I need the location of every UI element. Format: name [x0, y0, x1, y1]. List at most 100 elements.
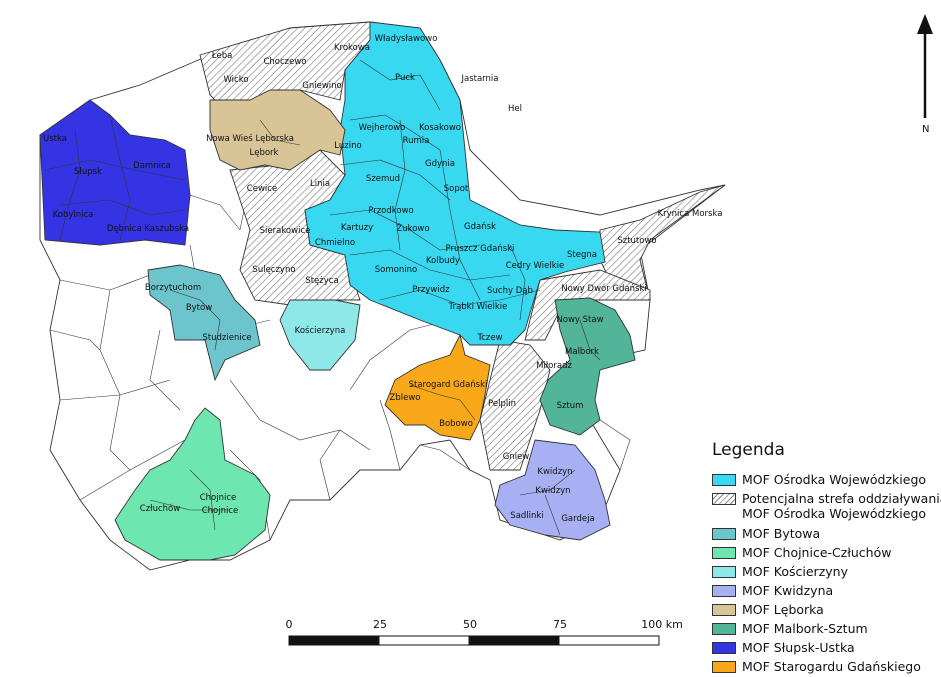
- place-label: Pelplin: [488, 399, 516, 409]
- legend-swatch: [712, 547, 736, 559]
- legend-swatch: [712, 642, 736, 654]
- legend-label: MOF Ośrodka Wojewódzkiego: [742, 506, 927, 521]
- legend-swatch: [712, 528, 736, 540]
- place-label: Sztutowo: [617, 236, 656, 246]
- mof-internal-borders: [44, 59, 601, 536]
- gmina-borders: [49, 119, 631, 541]
- legend-label: MOF Malbork-Sztum: [742, 621, 868, 636]
- place-label: Hel: [508, 104, 522, 114]
- legend-label: MOF Ośrodka Wojewódzkiego: [742, 472, 927, 487]
- place-label: Stegna: [567, 250, 597, 260]
- place-label: Sierakowice: [260, 226, 311, 236]
- place-label: Sztum: [557, 401, 584, 411]
- mof-chojnice-czluchow-region: [114, 407, 271, 561]
- place-label: Kobylnica: [53, 210, 94, 220]
- place-label: Starogard Gdański: [409, 380, 488, 390]
- place-label: Kartuzy: [341, 223, 373, 233]
- place-label: Studzienice: [202, 333, 251, 343]
- place-label: Słupsk: [74, 167, 102, 177]
- mof-trojmiasto-region: [304, 21, 606, 346]
- legend-title: Legenda: [712, 440, 785, 460]
- legend-label: MOF Kościerzyny: [742, 564, 848, 579]
- place-label: Cewice: [247, 184, 277, 194]
- place-labels: Władysławowo Krokowa Łeba Choczewo Wicko…: [43, 34, 722, 524]
- place-label: Żukowo: [396, 223, 429, 234]
- place-label: Kwidzyn: [535, 486, 570, 496]
- place-label: Luzino: [334, 141, 361, 151]
- place-label: Nowa Wieś Lęborska: [206, 133, 294, 144]
- place-label: Borzytuchom: [145, 283, 201, 293]
- legend-label: Potencjalna strefa oddziaływania: [742, 491, 941, 506]
- scale-segment: [289, 636, 379, 645]
- scale-segment: [378, 635, 470, 646]
- place-label: Gniew: [503, 452, 530, 462]
- place-label: Gardeja: [561, 514, 594, 524]
- place-label: Zblewo: [390, 393, 421, 403]
- place-label: Damnica: [133, 161, 171, 171]
- place-label: Kościerzyna: [295, 325, 346, 336]
- place-label: Gniewino: [302, 81, 341, 91]
- place-label: Bytów: [186, 302, 212, 313]
- north-arrow-icon: [917, 14, 933, 118]
- mof-bytow-region: [147, 264, 261, 382]
- place-label: Linia: [310, 179, 330, 189]
- place-label: Krynica Morska: [658, 209, 723, 219]
- place-label: Lębork: [250, 148, 279, 158]
- scale-tick-label: 50: [463, 618, 477, 631]
- place-label: Puck: [395, 73, 415, 83]
- place-label: Przodkowo: [368, 206, 414, 216]
- place-label: Gdynia: [425, 159, 455, 169]
- place-label: Wejherowo: [359, 123, 406, 133]
- place-label: Gdańsk: [464, 222, 496, 232]
- place-label: Chojnice: [200, 493, 237, 503]
- mof-kwidzyn-region: [494, 439, 611, 541]
- place-label: Miłoradz: [536, 361, 572, 371]
- place-label: Kosakowo: [419, 123, 461, 133]
- legend-label: MOF Starogardu Gdańskiego: [742, 659, 921, 674]
- legend-swatch: [712, 566, 736, 578]
- place-label: Cedry Wielkie: [506, 261, 564, 271]
- place-label: Nowy Staw: [556, 315, 603, 325]
- mof-starogard-region: [384, 333, 491, 441]
- place-label: Chmielno: [315, 238, 355, 248]
- place-label: Krokowa: [334, 43, 370, 53]
- place-label: Łeba: [211, 51, 233, 61]
- place-label: Ustka: [43, 134, 67, 144]
- place-label: Malbork: [565, 347, 599, 357]
- place-label: Nowy Dwór Gdański: [561, 283, 646, 294]
- place-label: Jastarnia: [461, 74, 499, 84]
- scale-segment: [558, 635, 660, 646]
- legend-swatch: [712, 661, 736, 673]
- legend-swatch: [712, 623, 736, 635]
- legend-label: MOF Bytowa: [742, 526, 821, 541]
- place-label: Bobowo: [439, 419, 473, 429]
- mof-malbork-sztum-region: [539, 297, 636, 436]
- legend-swatch: [712, 474, 736, 486]
- place-label: Chojnice: [202, 506, 239, 516]
- place-label: Przywidz: [412, 285, 450, 295]
- place-label: Suchy Dąb: [487, 286, 533, 296]
- mof-koscierzyna-region: [279, 299, 361, 371]
- legend-swatch: [712, 493, 736, 505]
- place-label: Stężyca: [305, 276, 338, 286]
- place-label: Kwidzyn: [537, 467, 572, 477]
- place-label: Sadlinki: [510, 511, 543, 521]
- north-label: N: [922, 124, 930, 135]
- place-label: Władysławowo: [375, 34, 438, 44]
- legend-swatch: [712, 604, 736, 616]
- place-label: Somonino: [375, 265, 417, 275]
- place-label: Sopot: [444, 184, 469, 194]
- place-label: Kolbudy: [426, 256, 460, 266]
- place-label: Sulęczyno: [252, 265, 295, 275]
- legend-label: MOF Kwidzyna: [742, 583, 834, 598]
- place-label: Szemud: [366, 174, 400, 184]
- potential-influence-zone: [199, 21, 726, 471]
- place-label: Dębnica Kaszubska: [107, 224, 189, 234]
- place-label: Wicko: [223, 75, 248, 85]
- scale-tick-label: 100 km: [641, 618, 683, 631]
- scale-segment: [469, 636, 559, 645]
- place-label: Pruszcz Gdański: [446, 244, 515, 254]
- scale-tick-label: 75: [553, 618, 567, 631]
- legend-label: MOF Chojnice-Człuchów: [742, 545, 892, 560]
